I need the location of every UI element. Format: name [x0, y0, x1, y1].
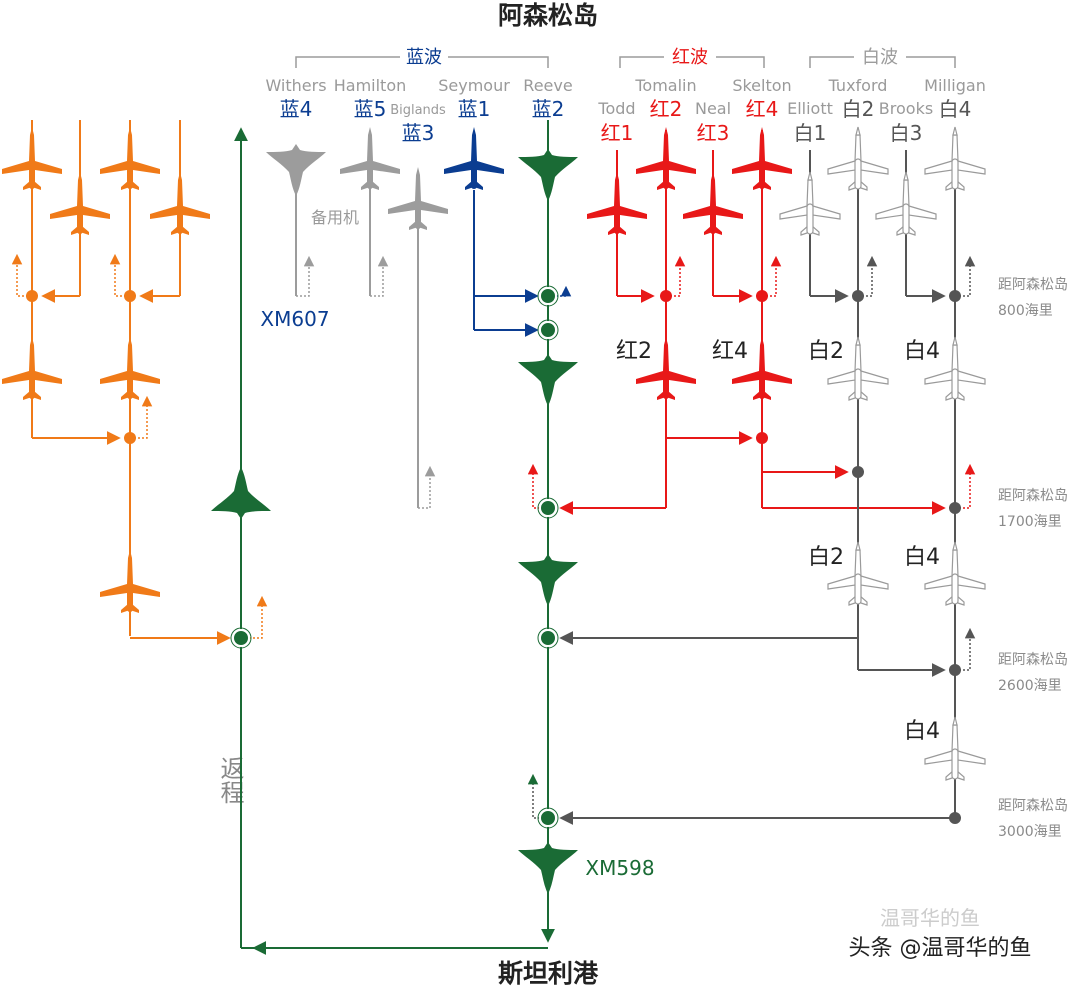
callsign-white4: 白4 — [939, 97, 972, 121]
distance-2600: 距阿森松岛 2600海里 — [998, 652, 1068, 694]
aircraft-red4-icon — [732, 127, 792, 195]
distance-3000: 距阿森松岛 3000海里 — [998, 798, 1068, 840]
aircraft-blue3-icon — [388, 167, 448, 235]
orange-return-dotted — [11, 253, 268, 639]
wave-label-red: 红波 — [672, 47, 708, 68]
crew-tomalin: Tomalin — [634, 76, 696, 95]
distance-2600-line2: 2600海里 — [998, 678, 1062, 694]
crew-seymour: Seymour — [438, 76, 510, 95]
aircraft-orange-4-icon — [150, 172, 210, 240]
watermark: 头条 @温哥华的鱼 — [849, 936, 1032, 961]
aircraft-vulcan-3-icon — [518, 554, 578, 606]
midlabel-white4-c: 白4 — [904, 719, 940, 744]
return-label-text: 返程 — [196, 756, 244, 804]
distance-800: 距阿森松岛 800海里 — [998, 277, 1068, 319]
callsign-white2: 白2 — [842, 97, 875, 121]
aircraft-orange-6-icon — [100, 337, 160, 405]
midlabel-red2: 红2 — [616, 339, 652, 364]
vulcan-track — [234, 120, 555, 955]
return-label: 返程 — [196, 756, 244, 804]
wave-label-blue: 蓝波 — [406, 47, 442, 68]
crew-elliott: Elliott — [787, 99, 833, 118]
midlabel-white2-b: 白2 — [808, 545, 844, 570]
crew-todd: Todd — [597, 99, 635, 118]
crew-milligan: Milligan — [924, 76, 986, 95]
callsign-red1: 红1 — [601, 121, 634, 145]
aircraft-red2-icon — [636, 127, 696, 195]
aircraft-blue2-icon — [518, 149, 578, 201]
crew-reeve: Reeve — [523, 76, 572, 95]
distance-3000-line1: 距阿森松岛 — [998, 798, 1068, 814]
distance-3000-line2: 3000海里 — [998, 824, 1062, 840]
crew-brooks: Brooks — [879, 99, 933, 118]
callsign-white1: 白1 — [794, 121, 827, 145]
aircraft-red3-icon — [683, 172, 743, 240]
callsign-blue4: 蓝4 — [280, 97, 313, 121]
midlabel-white2-a: 白2 — [808, 339, 844, 364]
wave-bracket-white — [809, 56, 956, 68]
crew-hamilton: Hamilton — [334, 76, 407, 95]
aircraft-orange-5-icon — [2, 337, 62, 405]
distance-2600-line1: 距阿森松岛 — [998, 652, 1068, 668]
crew-withers: Withers — [265, 76, 326, 95]
distance-800-line2: 800海里 — [998, 303, 1053, 319]
aircraft-orange-7-icon — [100, 550, 160, 618]
aircraft-red1-icon — [587, 172, 647, 240]
aircraft-white3-icon — [875, 171, 937, 241]
distance-800-line1: 距阿森松岛 — [998, 277, 1068, 293]
title-top: 阿森松岛 — [498, 1, 598, 30]
refuel-points — [26, 285, 961, 829]
callsign-white3: 白3 — [890, 121, 923, 145]
callsign-red4: 红4 — [746, 97, 779, 121]
label-xm607: XM607 — [260, 307, 329, 331]
callsign-red2: 红2 — [650, 97, 683, 121]
callsign-blue3: 蓝3 — [402, 121, 435, 145]
aircraft-return-vulcan-icon — [211, 467, 271, 519]
aircraft-orange-3-icon — [100, 127, 160, 195]
aircraft-white1-icon — [779, 171, 841, 241]
aircraft-orange-2-icon — [50, 172, 110, 240]
aircraft-orange-1-icon — [2, 127, 62, 195]
aircraft-blue4-icon — [266, 144, 326, 196]
midlabel-white4-b: 白4 — [904, 545, 940, 570]
midlabel-white4-a: 白4 — [904, 339, 940, 364]
crew-biglands: Biglands — [390, 103, 446, 118]
crew-skelton: Skelton — [732, 76, 791, 95]
blue-return-dotted — [296, 255, 572, 509]
distance-1700-line2: 1700海里 — [998, 514, 1062, 530]
callsign-red3: 红3 — [697, 121, 730, 145]
red-return-dotted — [527, 255, 976, 509]
distance-1700: 距阿森松岛 1700海里 — [998, 488, 1068, 530]
label-xm598: XM598 — [585, 856, 654, 880]
wave-bracket-red — [619, 56, 765, 68]
aircraft-blue5-icon — [340, 127, 400, 195]
spare-aircraft-label: 备用机 — [311, 208, 359, 227]
aircraft-white4-icon — [924, 126, 986, 196]
aircraft-vulcan-2-icon — [518, 354, 578, 406]
callsign-blue5: 蓝5 — [354, 97, 387, 121]
aircraft-xm598-icon — [518, 842, 578, 894]
callsign-blue1: 蓝1 — [458, 97, 491, 121]
midlabel-red4: 红4 — [712, 339, 748, 364]
wave-bracket-blue — [295, 56, 549, 68]
aircraft-white2-icon — [827, 126, 889, 196]
crew-neal: Neal — [695, 99, 731, 118]
crew-tuxford: Tuxford — [828, 76, 888, 95]
wave-label-white: 白波 — [862, 47, 898, 68]
aircraft-blue1-icon — [444, 127, 504, 195]
title-bottom: 斯坦利港 — [498, 959, 599, 988]
watermark-faint: 温哥华的鱼 — [880, 906, 980, 930]
distance-1700-line1: 距阿森松岛 — [998, 488, 1068, 504]
callsign-blue2: 蓝2 — [532, 97, 565, 121]
